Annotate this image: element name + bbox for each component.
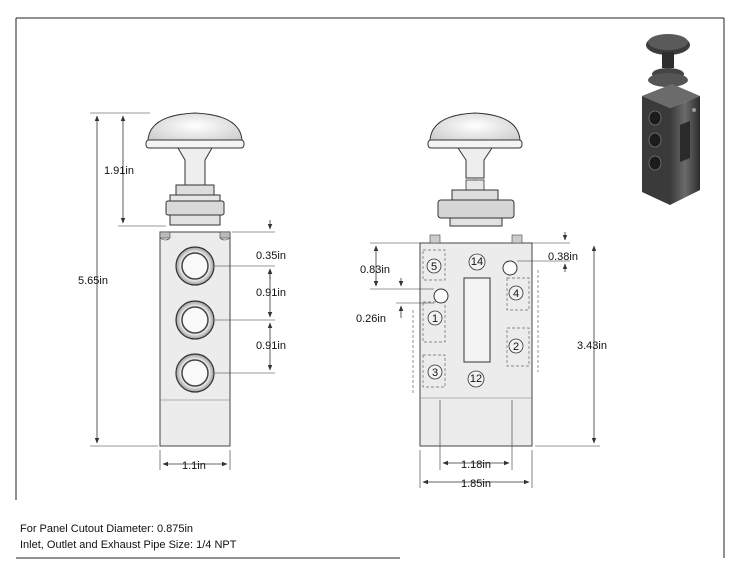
- port-label-4: 4: [508, 285, 524, 301]
- dim-top-to-port: 0.83in: [360, 264, 390, 276]
- dim-knob-height: 1.91in: [104, 165, 134, 177]
- panel-cutout-note: For Panel Cutout Diameter: 0.875in: [20, 523, 194, 535]
- dim-overall-width: 1.85in: [461, 478, 491, 490]
- dim-port-offset: 0.26in: [356, 313, 386, 325]
- svg-text:3: 3: [432, 367, 438, 379]
- port-label-14: 14: [468, 253, 486, 271]
- dim-overall-height: 5.65in: [78, 275, 108, 287]
- front-port-middle: [175, 300, 215, 340]
- dim-port-top-offset: 0.35in: [256, 250, 286, 262]
- front-port-top: [175, 246, 215, 286]
- dim-body-width: 1.1in: [182, 460, 206, 472]
- svg-text:14: 14: [471, 256, 483, 268]
- port-label-3: 3: [427, 364, 443, 380]
- svg-text:12: 12: [470, 373, 482, 385]
- pipe-size-note: Inlet, Outlet and Exhaust Pipe Size: 1/4…: [20, 539, 237, 551]
- port-label-5: 5: [426, 258, 442, 274]
- port-label-1: 1: [427, 310, 443, 326]
- dim-port-spacing-2: 0.91in: [256, 340, 286, 352]
- dim-side-offset: 0.38in: [548, 251, 578, 263]
- dim-port-spacing-1: 0.91in: [256, 287, 286, 299]
- isometric-render: [642, 34, 700, 205]
- front-port-bottom: [175, 353, 215, 393]
- svg-text:1: 1: [432, 313, 438, 325]
- svg-text:2: 2: [513, 341, 519, 353]
- svg-text:5: 5: [431, 261, 437, 273]
- front-view: [145, 112, 245, 447]
- port-label-12: 12: [467, 370, 485, 388]
- sheet-frame: [15, 17, 725, 559]
- side-view-dimensions: 0.83in 0.26in 0.38in 3.43in 1.18in 1.85i…: [356, 232, 607, 490]
- side-view: 5 14 4 1 2 3 12: [412, 112, 539, 447]
- dim-inner-width: 1.18in: [461, 459, 491, 471]
- port-label-2: 2: [508, 338, 524, 354]
- svg-text:4: 4: [513, 288, 519, 300]
- dim-body-height: 3.43in: [577, 340, 607, 352]
- front-view-dimensions: 1.91in 5.65in 0.35in 0.91in 0.91in 1.1in: [78, 112, 286, 472]
